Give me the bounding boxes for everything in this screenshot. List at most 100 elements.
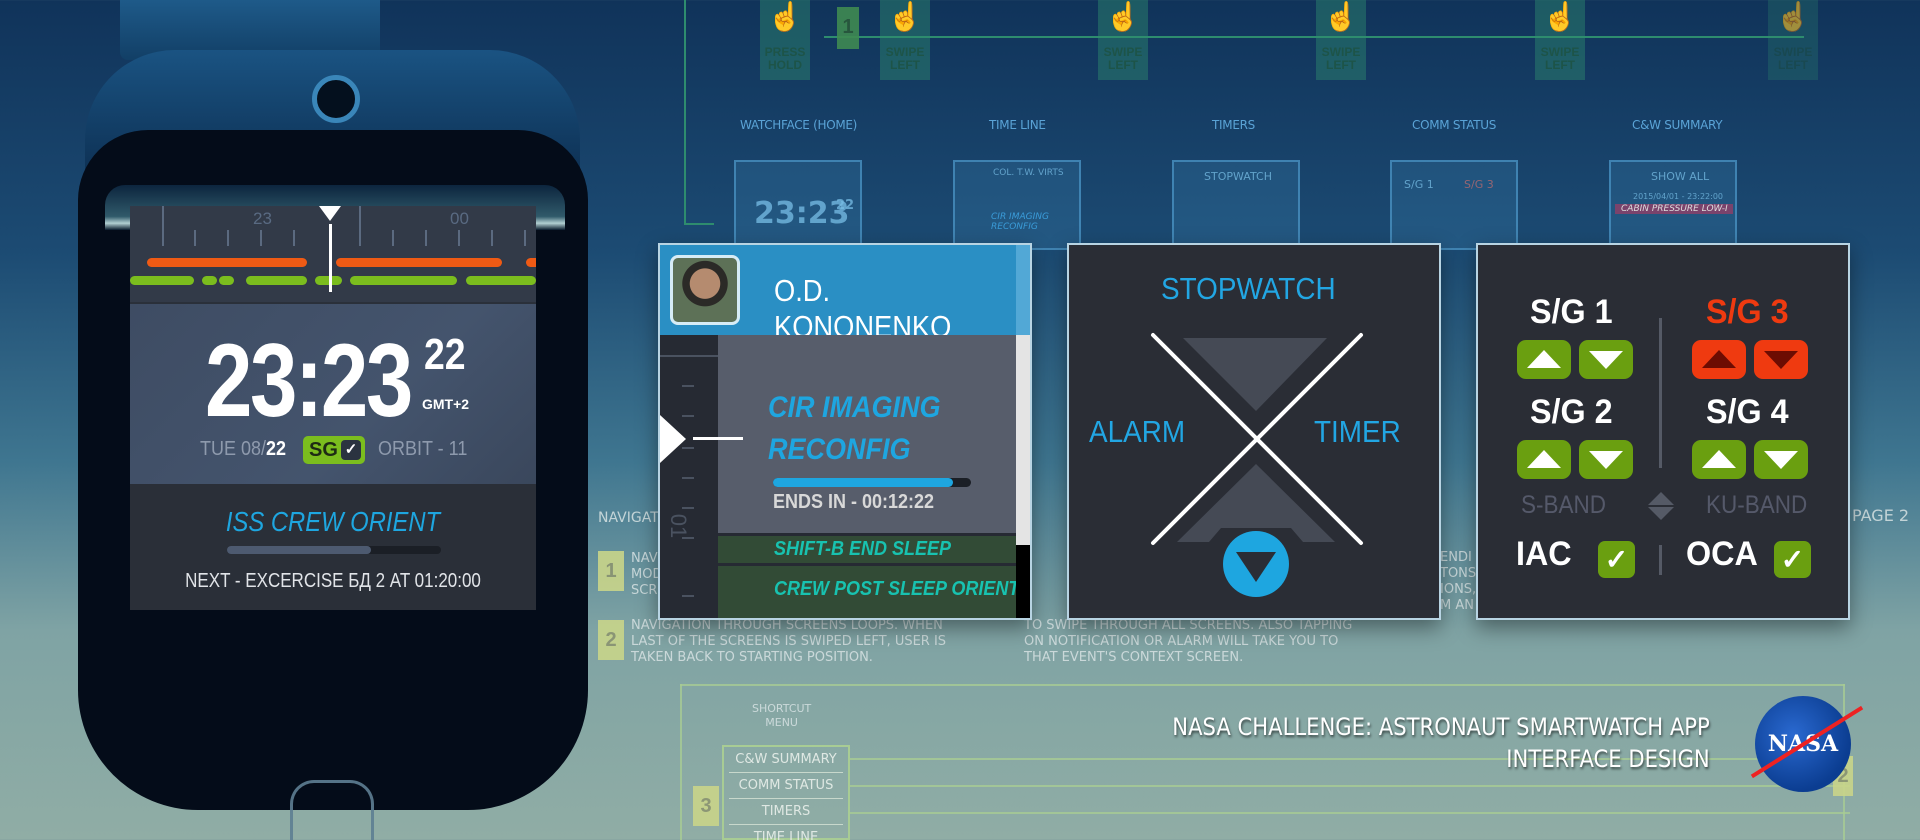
arrow-up-icon [1527,350,1561,368]
screen-label-cw-summary: C&W SUMMARY [1632,118,1723,132]
sg4-label: S/G 4 [1706,393,1789,431]
gesture-swipe-left: ☝ SWIPE LEFT [1098,0,1148,80]
watch-timeline[interactable]: 23 00 [130,206,536,302]
note-3-badge: 3 [693,786,719,826]
step-1-badge: 1 [837,7,859,49]
timers-card: STOPWATCH ALARM TIMER [1067,243,1441,620]
current-position-line [693,437,743,440]
arrow-up-icon [1702,350,1736,368]
next-event-label: NEXT - EXCERCISE БД 2 AT 01:20:00 [185,570,481,592]
hand-swipe-icon: ☝ [1542,1,1578,32]
timeline-event-bar [526,258,536,267]
arrow-down-icon [1764,351,1798,369]
arrow-down-icon [1764,451,1798,469]
shortcut-menu-title: SHORTCUT MENU [752,702,812,729]
sg1-down-button[interactable] [1579,340,1633,379]
mini-timers-screen: STOPWATCH [1172,160,1300,250]
current-event-title: CIR IMAGING RECONFIG [768,391,941,466]
sg3-up-button[interactable] [1692,340,1746,379]
comm-status-card: S/G 1 S/G 3 S/G 2 S/G 4 S-BAND KU-BAND I… [1476,243,1850,620]
camera-icon [312,75,360,123]
shortcut-timers[interactable]: TIMERS [729,799,843,825]
sg3-label: S/G 3 [1706,293,1789,331]
screen-label-timeline: TIME LINE [989,118,1046,132]
timeline-event-bar [130,276,194,285]
note-mid-text: TO SWIPE THROUGH ALL SCREENS. ALSO TAPPI… [1024,618,1353,665]
ku-band-label[interactable]: KU-BAND [1706,491,1808,519]
s-band-label[interactable]: S-BAND [1521,491,1607,519]
iac-check-icon[interactable]: ✓ [1598,541,1635,578]
oca-label: OCA [1686,535,1758,573]
column-divider [1659,318,1662,468]
sg-status-badge[interactable]: SG ✓ [303,436,365,464]
connector-line [850,758,1850,760]
alarm-button[interactable]: ALARM [1089,414,1186,449]
current-event-panel[interactable]: ISS CREW ORIENT NEXT - EXCERCISE БД 2 AT… [130,484,536,610]
current-event-title: ISS CREW ORIENT [225,506,441,537]
timeline-event-bar [219,276,234,285]
home-button[interactable] [290,780,374,840]
screen-label-watchface: WATCHFACE (HOME) [740,118,858,132]
gesture-swipe-left: ☝ SWIPE LEFT [1316,0,1366,80]
orbit-label: ORBIT - 11 [378,438,468,460]
clock-timezone: GMT+2 [422,396,470,412]
hand-swipe-icon: ☝ [1323,1,1359,32]
timer-button[interactable]: TIMER [1314,414,1401,449]
flow-line [684,0,686,225]
arrow-up-icon [1702,450,1736,468]
sg1-up-button[interactable] [1517,340,1571,379]
ends-in-label: ENDS IN - 00:12:22 [773,491,935,513]
crew-avatar [670,255,740,325]
shortcut-menu: C&W SUMMARY COMM STATUS TIMERS TIME LINE [722,745,850,840]
sg4-down-button[interactable] [1754,440,1808,479]
stopwatch-button[interactable]: STOPWATCH [1161,271,1336,306]
timeline-event-bar [336,258,502,267]
shortcut-time-line[interactable]: TIME LINE [729,825,843,840]
current-position-arrow-icon [660,415,686,463]
screen-label-timers: TIMERS [1212,118,1255,132]
now-marker-icon [319,206,341,221]
note-1-text: NAV MOD SCR [631,551,663,598]
upcoming-event-row[interactable]: SHIFT-B END SLEEP [718,533,1018,563]
timeline-event-bar [315,276,342,285]
hourglass-x-icon [1151,333,1363,545]
timeline-event-bar [147,258,307,267]
mini-comm-screen: S/G 1 S/G 3 [1390,160,1518,250]
oca-check-icon[interactable]: ✓ [1774,541,1811,578]
chevron-down-icon [1236,552,1276,582]
shortcut-comm-status[interactable]: COMM STATUS [729,773,843,799]
note-2-text: NAVIGATION THROUGH SCREENS LOOPS. WHEN L… [631,618,947,665]
timeline-hour-label: 00 [450,209,469,228]
crew-header[interactable]: O.D. KONONENKO [660,245,1018,344]
event-progress-bar [773,478,971,487]
screen-label-comm-status: COMM STATUS [1412,118,1497,132]
scrollbar[interactable] [1016,245,1030,618]
timeline-event-bar [202,276,217,285]
timeline-rail: 01 [660,335,718,618]
sg2-down-button[interactable] [1579,440,1633,479]
sg3-down-button[interactable] [1754,340,1808,379]
band-toggle-icon[interactable] [1648,492,1674,520]
current-event-row[interactable]: CIR IMAGING RECONFIG ENDS IN - 00:12:22 [718,335,1018,533]
gesture-press-hold: ☝ PRESS HOLD [760,0,810,80]
timeline-card: O.D. KONONENKO 01 CIR IMAGING RECONFIG E… [658,243,1032,620]
watch-screen: 23 00 23:23 [130,206,536,610]
mini-cw-summary-screen: SHOW ALL 2015/04/01 - 23:22:00 CABIN PRE… [1609,160,1737,250]
arrow-down-icon [1589,451,1623,469]
connector-line [850,785,1850,787]
iac-label: IAC [1516,535,1572,573]
shortcut-cw-summary[interactable]: C&W SUMMARY [729,747,843,773]
mini-watchface-screen: 23:23 22 [734,160,862,250]
clock-time: 23:23 [205,323,413,439]
sg1-label: S/G 1 [1530,293,1613,331]
date-label: TUE 08/22 [200,438,287,460]
upcoming-event-row[interactable]: CREW POST SLEEP ORIENT [718,563,1019,618]
arrow-up-icon [1527,450,1561,468]
flow-line [684,223,714,225]
shortcut-menu-button[interactable] [1223,531,1289,597]
note-right-partial: ENDI TONS IONS, M AN [1440,550,1477,613]
gesture-swipe-left: ☝ SWIPE LEFT [880,0,930,80]
sg2-up-button[interactable] [1517,440,1571,479]
rail-hour-label: 01 [666,513,692,539]
sg4-up-button[interactable] [1692,440,1746,479]
